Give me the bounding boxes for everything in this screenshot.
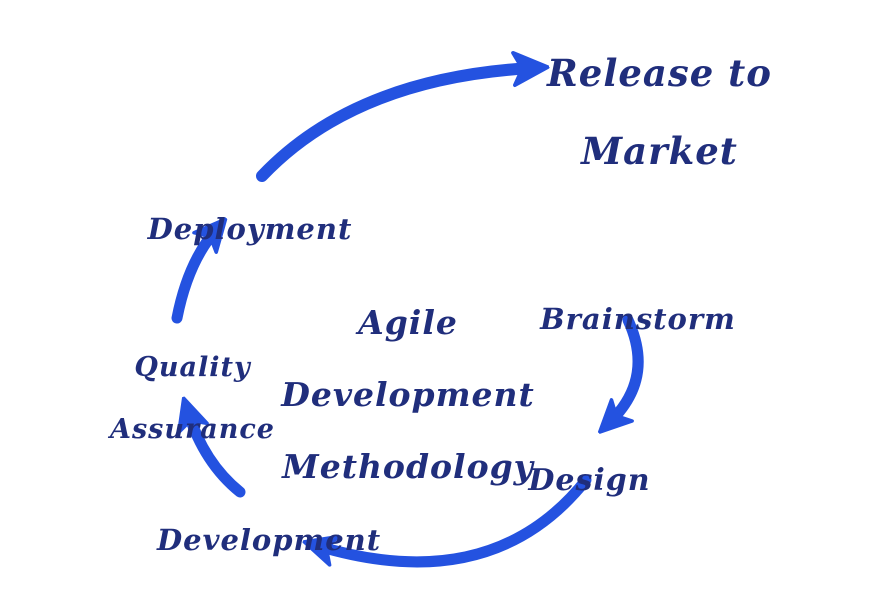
diagram-title-line2: Development [281, 375, 535, 414]
stage-deployment: Deployment [145, 180, 355, 247]
arrow-brainstorm-to-design [610, 314, 644, 422]
diagram-title-line3: Methodology [282, 447, 534, 486]
diagram-title: Agile Development Methodology [267, 269, 549, 521]
arrow-quality-assurance-to-deployment [171, 230, 216, 324]
stage-brainstorm-label: Brainstorm [540, 302, 736, 337]
arrow-design-to-development [318, 474, 592, 568]
stage-quality-assurance: Quality Assurance [95, 321, 290, 476]
stage-design: Design [517, 429, 662, 498]
stage-release-to-market: Release to Market [517, 15, 802, 210]
diagram-title-line1: Agile [358, 303, 458, 342]
stage-release-line2: Market [581, 129, 738, 173]
stage-brainstorm: Brainstorm [538, 270, 738, 337]
stage-quality-assurance-line1: Quality [134, 352, 251, 383]
stage-quality-assurance-line2: Assurance [110, 414, 275, 445]
stage-development-label: Development [157, 523, 382, 558]
stage-development: Development [157, 491, 380, 558]
arrow-development-to-quality-assurance [188, 412, 246, 498]
arrow-deployment-to-release [256, 68, 532, 182]
stage-release-line1: Release to [547, 51, 772, 95]
stage-design-label: Design [528, 462, 651, 498]
stage-deployment-label: Deployment [147, 212, 353, 247]
